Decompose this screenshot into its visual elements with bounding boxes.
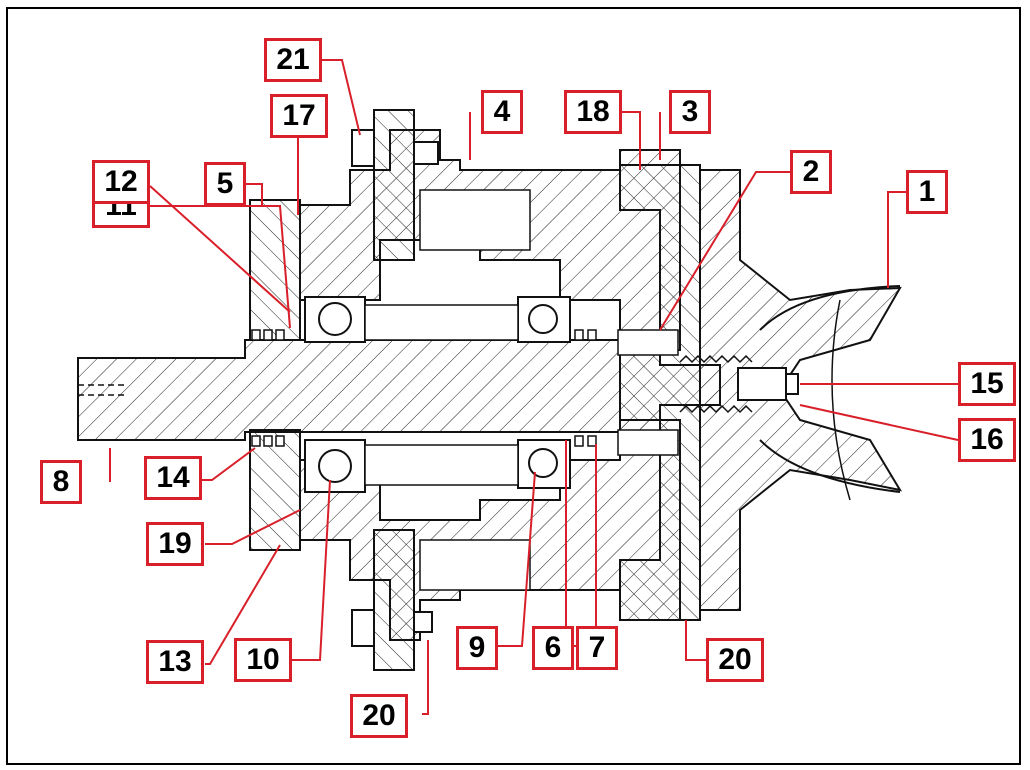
callout-2: 2 [790, 150, 832, 194]
leader-19 [205, 509, 301, 545]
leader-20a [422, 640, 429, 715]
callout-14: 14 [144, 456, 202, 500]
bearing-left-upper [304, 296, 366, 343]
seal-cartridge-lower [617, 429, 679, 456]
callout-6: 6 [532, 626, 574, 670]
shaft-washer [785, 373, 799, 395]
backplate [619, 164, 701, 621]
leader-9 [498, 471, 536, 647]
leader-14 [202, 447, 256, 481]
leader-16 [799, 404, 959, 441]
leader-5 [246, 183, 263, 205]
seals-right [574, 329, 597, 447]
impeller-blade-upper [759, 285, 901, 331]
callout-20-right: 20 [706, 638, 764, 682]
callout-10: 10 [234, 638, 292, 682]
callout-1: 1 [906, 170, 948, 214]
leader-11 [150, 205, 291, 329]
bearing-right-lower [517, 439, 571, 489]
cavity-lower [419, 539, 531, 591]
shaft-nut [737, 367, 787, 401]
bolt-upper [351, 129, 375, 167]
callout-7: 7 [576, 626, 618, 670]
flange-lower [373, 529, 415, 671]
stud-lower [413, 611, 433, 633]
callout-17: 17 [270, 94, 328, 138]
spring-upper [679, 354, 753, 364]
callout-13: 13 [146, 640, 204, 684]
callout-9: 9 [456, 626, 498, 670]
cavity-upper [419, 189, 531, 251]
callout-21: 21 [264, 38, 322, 82]
impeller-blade-lower [759, 439, 901, 493]
leader-10 [288, 479, 331, 661]
callout-16: 16 [958, 418, 1016, 462]
leader-18 [622, 111, 641, 170]
spring-lower [679, 404, 753, 414]
callout-4: 4 [481, 90, 523, 134]
impeller-hub-outline [831, 299, 851, 501]
callout-3: 3 [669, 90, 711, 134]
leader-12 [149, 185, 291, 313]
callout-15: 15 [958, 362, 1016, 406]
leader-21 [322, 59, 361, 136]
callout-19: 19 [146, 522, 204, 566]
leader-20b [685, 620, 707, 661]
seal-cartridge-upper [617, 329, 679, 356]
bolt-lower [351, 609, 375, 647]
bearing-right-upper [517, 296, 571, 343]
spacer-upper [364, 304, 519, 341]
callout-8: 8 [40, 460, 82, 504]
stud-upper [413, 141, 439, 165]
leader-2 [659, 171, 790, 331]
callout-12: 12 [92, 160, 150, 204]
end-cap-upper [249, 199, 301, 341]
bearing-left-lower [304, 439, 366, 493]
callout-18: 18 [564, 90, 622, 134]
leader-1 [887, 191, 906, 288]
leader-13 [205, 544, 281, 665]
flange-upper [373, 109, 415, 261]
impeller [699, 169, 903, 611]
callout-5: 5 [204, 162, 246, 206]
callout-20-lower: 20 [350, 694, 408, 738]
seals-left [251, 329, 285, 447]
spacer-lower [364, 444, 519, 486]
